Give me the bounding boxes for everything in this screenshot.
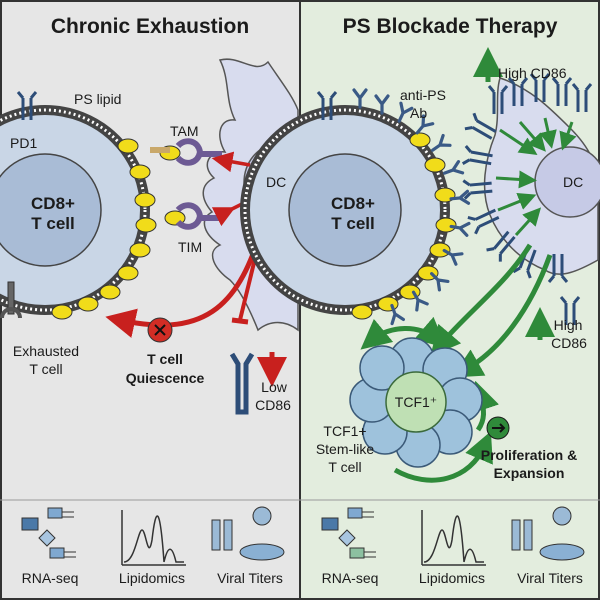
t-cell-nucleus-right xyxy=(288,153,402,267)
green-arrows-dc xyxy=(495,117,577,237)
quiescence-label-1: T cell xyxy=(147,351,183,367)
viral-titer-icon-right xyxy=(511,506,585,561)
method-rnaseq-left: RNA-seq xyxy=(21,570,79,586)
inhibition-icon xyxy=(231,317,249,325)
prolif-label-2: Expansion xyxy=(493,465,565,481)
viral-titer-icon-left xyxy=(211,506,285,561)
cd8-cell-label-left-1: CD8+ xyxy=(31,194,75,213)
cd8-cell-label-right-2: T cell xyxy=(331,214,375,233)
cd8-cell-label-right-1: CD8+ xyxy=(331,194,375,213)
tcf1-badge-label: TCF1⁺ xyxy=(394,394,438,410)
high-cd86-top-label: High CD86 xyxy=(498,65,567,81)
stem-label-3: T cell xyxy=(328,459,362,475)
high-cd86-side-label-2: CD86 xyxy=(551,335,587,351)
red-arrow-dc-tam xyxy=(211,151,251,173)
anti-ps-label-2: Ab xyxy=(410,105,428,121)
high-cd86-side-label-1: High xyxy=(553,317,583,333)
pd1-label: PD1 xyxy=(10,135,38,151)
method-rnaseq-right: RNA-seq xyxy=(321,570,379,586)
method-viral-titers-right: Viral Titers xyxy=(517,570,583,586)
green-arrow-expansion xyxy=(393,431,493,483)
chromatogram-icon-right xyxy=(421,510,486,566)
exhausted-label-1: Exhausted xyxy=(12,343,80,359)
method-viral-titers-left: Viral Titers xyxy=(217,570,283,586)
prolif-label-1: Proliferation & xyxy=(480,447,578,463)
t-cell-nucleus-left xyxy=(0,153,102,267)
cd8-cell-label-left-2: T cell xyxy=(31,214,75,233)
ps-lipids-left xyxy=(51,138,186,320)
tam-label: TAM xyxy=(170,123,199,139)
green-arrow-dc-stem xyxy=(430,243,533,357)
stem-label-2: Stem-like xyxy=(315,441,375,457)
anti-ps-label-1: anti-PS xyxy=(400,87,446,103)
tim-label: TIM xyxy=(178,239,203,255)
flowchart-icon-left xyxy=(21,507,76,559)
ps-lipid-label: PS lipid xyxy=(74,91,122,107)
exhausted-label-2: T cell xyxy=(29,361,63,377)
flowchart-icon-right xyxy=(321,507,376,559)
low-cd86-label-2: CD86 xyxy=(255,397,291,413)
stem-label-1: TCF1+ xyxy=(323,423,367,439)
green-arrow-tcell-stem xyxy=(360,316,447,350)
green-arrow-dc-stem-2 xyxy=(451,254,553,378)
ps-lipids-right xyxy=(351,132,457,320)
chromatogram-icon-left xyxy=(121,510,186,566)
dc-label-right: DC xyxy=(563,174,584,190)
cd86-low-receptor-icon xyxy=(229,352,255,415)
exhausted-marker-icon xyxy=(0,281,22,319)
right-panel-title: PS Blockade Therapy xyxy=(342,15,558,38)
left-panel-title: Chronic Exhaustion xyxy=(50,15,250,38)
stem-cell-cluster xyxy=(349,337,483,468)
low-cd86-label-1: Low xyxy=(261,379,287,395)
method-lipidomics-left: Lipidomics xyxy=(118,570,186,586)
dc-label-left: DC xyxy=(266,174,287,190)
quiescence-label-2: Quiescence xyxy=(125,370,205,386)
method-lipidomics-right: Lipidomics xyxy=(418,570,486,586)
tcf1-core xyxy=(385,371,447,433)
